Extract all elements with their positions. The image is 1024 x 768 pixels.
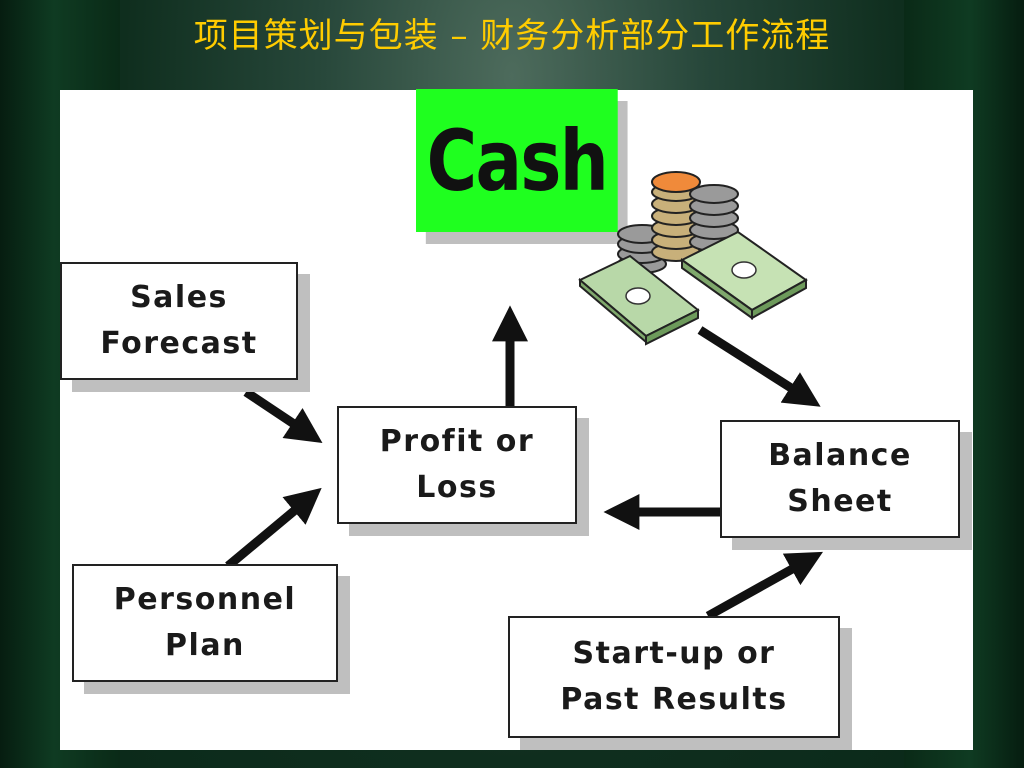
arrow-personnel-to-profit xyxy=(225,487,322,570)
balance-sheet-label: Balance Sheet xyxy=(768,438,912,519)
arrow-startup-to-balance xyxy=(705,551,824,620)
startup-results-label: Start-up or Past Results xyxy=(560,636,788,717)
sales-forecast-box: Sales Forecast xyxy=(60,262,298,380)
arrow-cash-to-balance xyxy=(697,326,821,407)
profit-or-loss-label: Profit or Loss xyxy=(379,424,535,505)
cash-box: Cash xyxy=(416,89,618,232)
startup-results-box: Start-up or Past Results xyxy=(508,616,840,738)
profit-or-loss-box: Profit or Loss xyxy=(337,406,577,524)
sales-forecast-label: Sales Forecast xyxy=(100,280,258,361)
slide-title: 项目策划与包装 – 财务分析部分工作流程 xyxy=(193,16,831,56)
arrow-sales-to-profit xyxy=(243,388,323,443)
balance-sheet-box: Balance Sheet xyxy=(720,420,960,538)
money-stack-icon xyxy=(578,171,808,346)
personnel-plan-box: Personnel Plan xyxy=(72,564,338,682)
personnel-plan-label: Personnel Plan xyxy=(113,582,297,663)
